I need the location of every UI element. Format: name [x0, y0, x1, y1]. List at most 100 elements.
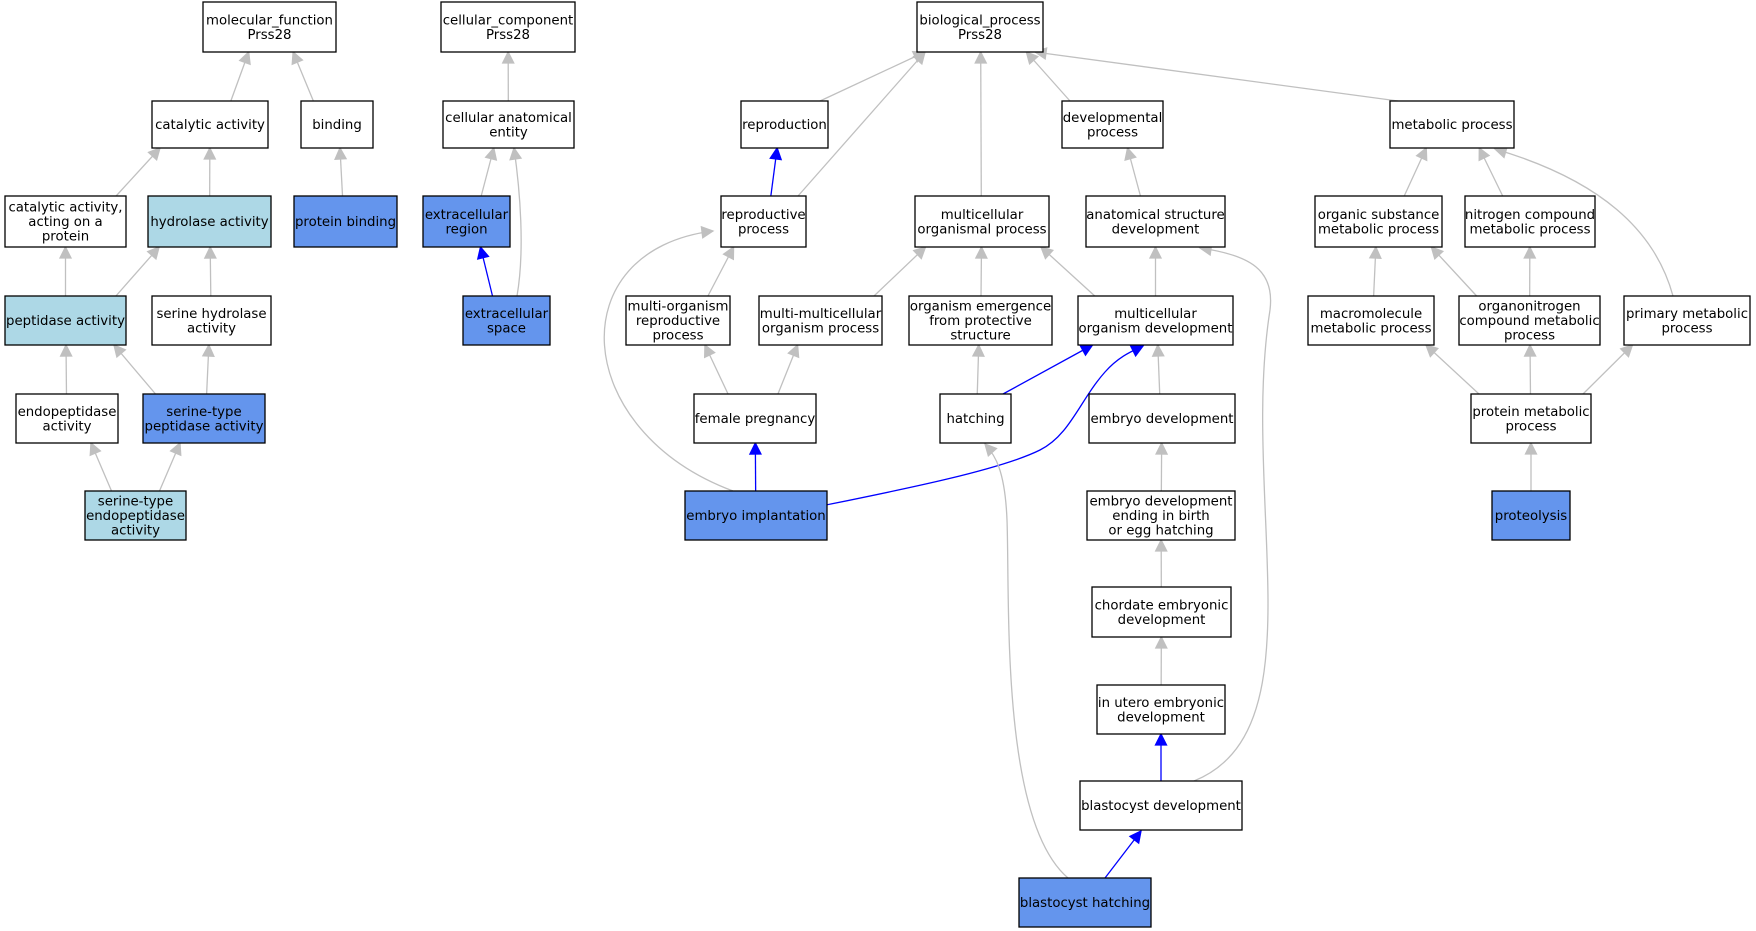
node-label: reproductive	[721, 208, 805, 223]
edge-cae-to-cc	[501, 50, 515, 102]
node-label: hydrolase activity	[150, 215, 268, 230]
edge-hatching-to-multdev	[1002, 344, 1094, 395]
node-label: organismal process	[917, 222, 1046, 237]
edge-macro-to-orgsub	[1368, 245, 1382, 297]
node-box	[1458, 295, 1601, 346]
node-box	[1061, 100, 1164, 149]
node-hydro: hydrolase activity	[147, 195, 272, 248]
edge-anatdev-to-devproc	[1124, 146, 1142, 197]
node-label: hatching	[946, 412, 1004, 427]
node-box	[758, 295, 883, 346]
node-box	[151, 295, 272, 346]
node-label: activity	[111, 524, 160, 539]
node-box	[15, 393, 119, 444]
node-box	[684, 490, 828, 541]
edge-orgemerg-to-multproc	[974, 245, 988, 297]
node-box	[1077, 295, 1234, 346]
node-protbind: protein binding	[293, 195, 398, 248]
node-label: nitrogen compound	[1465, 208, 1595, 223]
node-label: blastocyst development	[1081, 799, 1241, 814]
edge-catprot-to-cat	[115, 146, 161, 197]
node-label: metabolic process	[1310, 321, 1431, 336]
node-label: activity	[42, 419, 91, 434]
edge-repro-to-bp	[819, 50, 927, 102]
node-label: ending in birth	[1112, 509, 1209, 524]
node-label: acting on a	[28, 215, 102, 230]
edge-fempreg-to-multorgrep	[703, 343, 729, 395]
node-label: in utero embryonic	[1098, 696, 1224, 711]
node-label: structure	[950, 329, 1010, 344]
node-label: process	[738, 222, 789, 237]
node-box	[440, 1, 576, 53]
edge-serendo-to-endo	[89, 441, 113, 492]
node-box	[1079, 780, 1243, 831]
node-fempreg: female pregnancy	[693, 393, 817, 444]
node-label: serine hydrolase	[156, 307, 266, 322]
node-label: Prss28	[486, 28, 530, 43]
node-box	[442, 100, 575, 149]
node-label: reproduction	[742, 118, 827, 133]
edge-nitro-to-metab	[1478, 146, 1504, 197]
node-label: proteolysis	[1495, 509, 1567, 524]
node-label: biological_process	[919, 13, 1040, 28]
edge-blastdev-to-inutero	[1154, 732, 1168, 781]
node-label: Prss28	[247, 28, 291, 43]
edge-hatching-to-orgemerg	[971, 343, 985, 395]
edge-proteo-to-protmet	[1524, 441, 1538, 491]
node-label: female pregnancy	[695, 412, 816, 427]
edge-multdev-to-multproc	[1039, 246, 1096, 297]
node-label: organism process	[762, 321, 879, 336]
node-box	[142, 393, 266, 444]
node-label: serine-type	[166, 405, 241, 420]
edge-multdev-to-anatdev	[1148, 245, 1163, 296]
edge-embbirth-to-embdev	[1155, 441, 1169, 492]
edge-multproc-to-bp	[974, 50, 988, 197]
node-label: process	[1661, 321, 1712, 336]
edge-embimp-to-reproproc	[603, 225, 734, 492]
node-label: or egg hatching	[1108, 524, 1213, 539]
node-box	[4, 295, 127, 346]
node-label: development	[1117, 710, 1205, 725]
node-label: process	[1087, 125, 1138, 140]
edge-serpep-to-pept	[113, 343, 157, 395]
node-label: activity	[187, 321, 236, 336]
node-box	[1088, 393, 1236, 444]
node-box	[84, 490, 187, 541]
node-box	[1091, 586, 1232, 638]
node-label: serine-type	[98, 495, 173, 510]
node-label: development	[1118, 613, 1206, 628]
edge-layer	[58, 47, 1674, 879]
node-box	[147, 195, 272, 248]
node-label: organic substance	[1318, 208, 1440, 223]
node-box	[914, 195, 1050, 248]
node-label: catalytic activity,	[8, 201, 122, 216]
node-label: metabolic process	[1469, 222, 1590, 237]
node-label: extracellular	[465, 307, 549, 322]
node-box	[1464, 195, 1596, 248]
node-box	[1085, 195, 1226, 248]
node-label: protein	[42, 230, 89, 245]
edge-orgnit-to-orgsub	[1430, 245, 1478, 297]
node-box	[151, 100, 269, 149]
node-label: endopeptidase	[18, 405, 117, 420]
node-label: organonitrogen	[1478, 300, 1580, 315]
node-label: multicellular	[941, 208, 1024, 223]
edge-serhyd-to-hydro	[203, 245, 217, 297]
node-label: protein binding	[295, 215, 396, 230]
node-box	[1314, 195, 1443, 248]
